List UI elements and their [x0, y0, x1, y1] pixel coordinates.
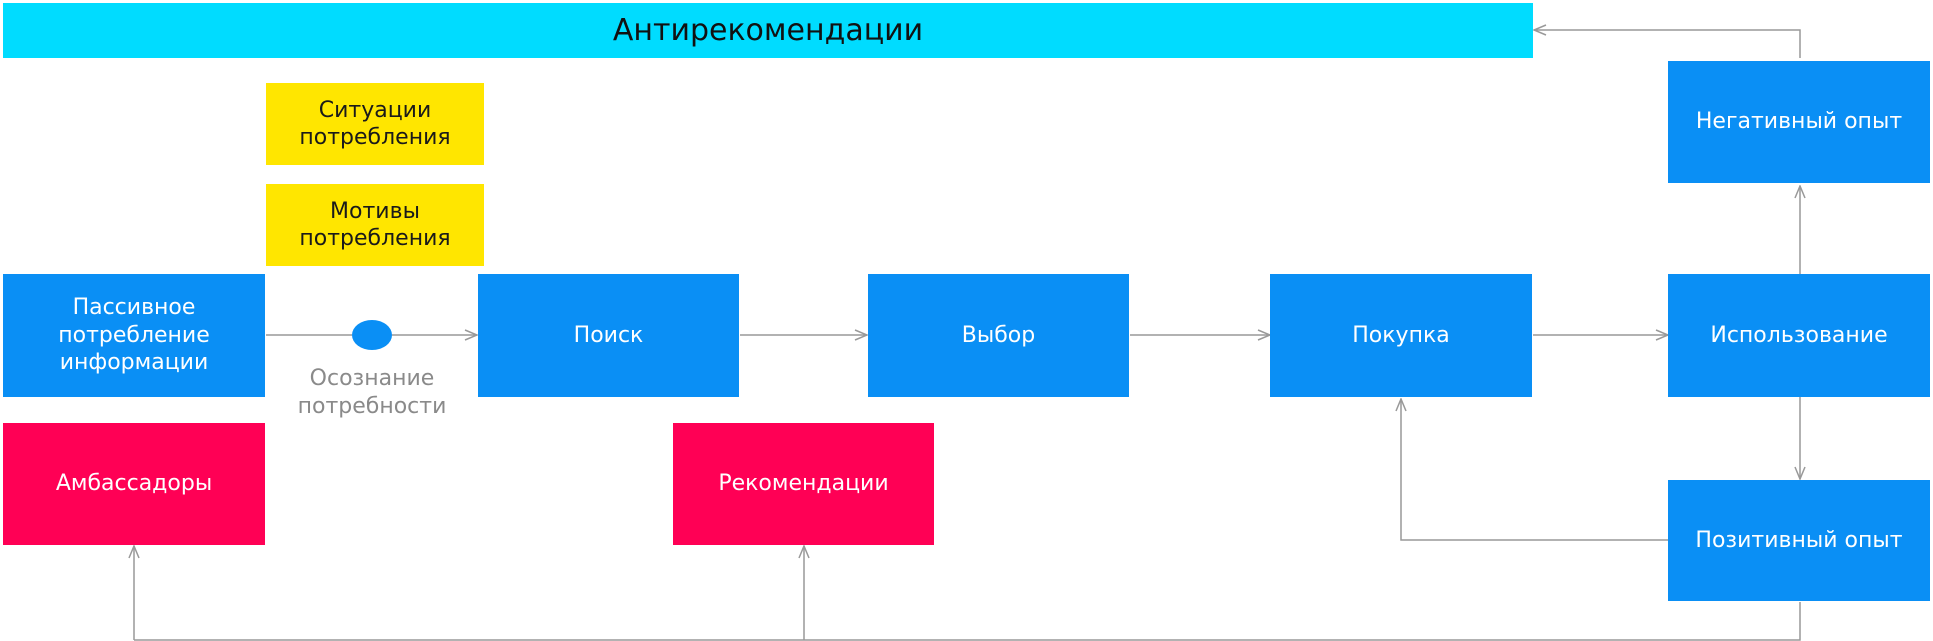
stage-usage: Использование: [1668, 274, 1930, 397]
stage-purchase-label: Покупка: [1352, 322, 1450, 348]
antirecommendations-banner: Антирекомендации: [3, 3, 1533, 58]
stage-choice-label: Выбор: [961, 322, 1036, 348]
stage-negative-experience: Негативный опыт: [1668, 61, 1930, 183]
outcome-ambassadors-label: Амбассадоры: [55, 471, 213, 497]
factor-motives: Мотивы потребления: [266, 184, 484, 266]
stage-passive-consumption: Пассивное потребление информации: [3, 274, 265, 397]
stage-passive-label: Пассивное потребление информации: [58, 295, 210, 376]
outcome-recommendations-label: Рекомендации: [718, 471, 889, 497]
trigger-dot: [352, 320, 392, 350]
stage-negative-label: Негативный опыт: [1695, 109, 1903, 135]
factor-situations-label: Ситуации потребления: [299, 97, 451, 151]
connector-positive-bottom: [134, 602, 1801, 641]
trigger-caption: Осознание потребности: [297, 366, 447, 419]
stage-positive-experience: Позитивный опыт: [1668, 480, 1930, 601]
stage-choice: Выбор: [868, 274, 1129, 397]
outcome-ambassadors: Амбассадоры: [3, 423, 265, 545]
factor-situations: Ситуации потребления: [266, 83, 484, 165]
stage-positive-label: Позитивный опыт: [1695, 527, 1903, 553]
stage-search-label: Поиск: [573, 322, 644, 348]
stage-search: Поиск: [478, 274, 739, 397]
outcome-recommendations: Рекомендации: [673, 423, 934, 545]
antirecommendations-label: Антирекомендации: [612, 12, 924, 48]
stage-purchase: Покупка: [1270, 274, 1532, 397]
factor-motives-label: Мотивы потребления: [299, 198, 451, 252]
stage-usage-label: Использование: [1710, 322, 1888, 348]
arrow-positive-to-purchase: [1401, 399, 1668, 541]
arrow-negative-to-antirecommendations: [1534, 30, 1801, 58]
